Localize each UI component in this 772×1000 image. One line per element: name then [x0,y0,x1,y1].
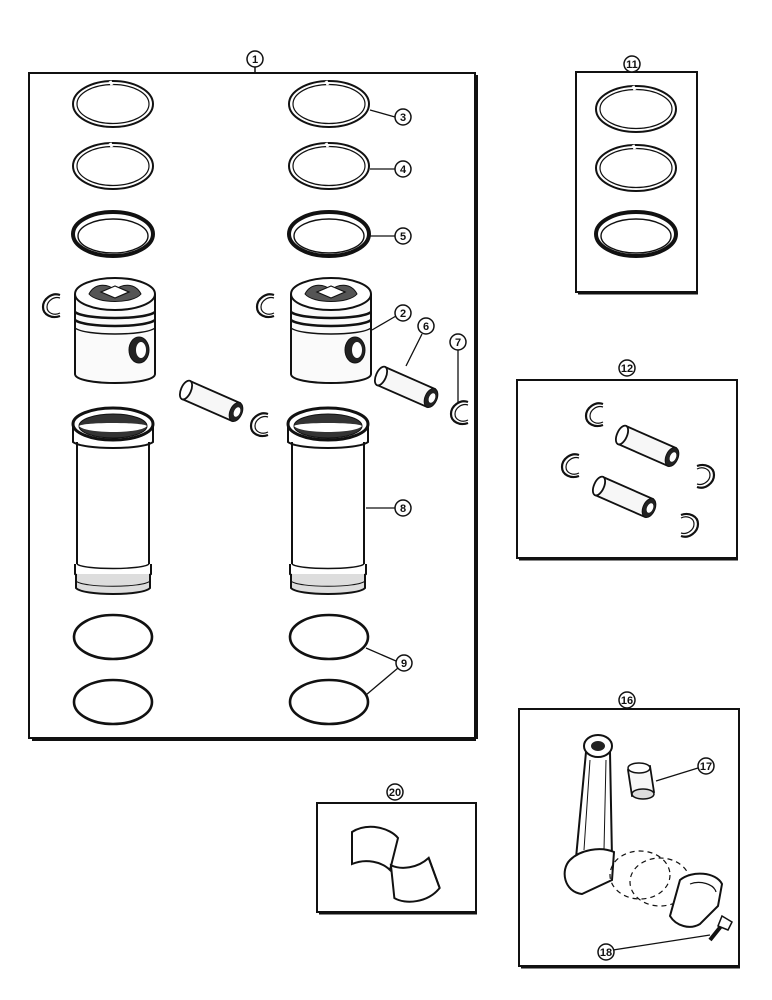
callout-17: 17 [655,757,715,782]
callout-18: 18 [597,934,711,961]
callout-5: 5 [370,227,412,245]
group-20-label: 20 [389,787,401,799]
callout-9: 9 [365,647,413,696]
kit-16-panel [518,708,740,969]
callout-7: 7 [449,333,467,402]
svg-text:8: 8 [400,503,406,515]
svg-text:6: 6 [423,321,429,333]
callout-3: 3 [369,108,412,126]
callout-6: 6 [405,317,435,367]
svg-text:5: 5 [400,231,406,243]
svg-text:3: 3 [400,112,406,124]
piston-left [73,276,157,385]
piston-right [289,276,373,385]
group-11-callout: 11 [623,55,641,73]
callout-8: 8 [366,499,412,517]
group-1-callout: 1 [246,50,264,73]
group-12-label: 12 [621,363,633,375]
svg-text:17: 17 [700,761,712,773]
rod-bolt [708,914,733,942]
svg-text:2: 2 [400,308,406,320]
group-12-callout: 12 [618,359,636,377]
svg-text:18: 18 [600,947,612,959]
callout-4: 4 [370,160,412,178]
kit-12-panel [516,379,738,561]
rod-bushing [626,762,656,800]
group-20-callout: 20 [386,783,404,801]
svg-text:7: 7 [455,337,461,349]
kit-1-panel [28,72,478,741]
group-11-label: 11 [626,59,638,71]
callout-2: 2 [371,304,412,331]
group-16-callout: 16 [618,691,636,709]
group-1-label: 1 [252,54,258,66]
group-16-label: 16 [621,695,633,707]
svg-text:4: 4 [400,164,407,176]
connecting-rod [563,734,724,928]
svg-text:9: 9 [401,658,407,670]
kit-11-panel [575,71,698,295]
